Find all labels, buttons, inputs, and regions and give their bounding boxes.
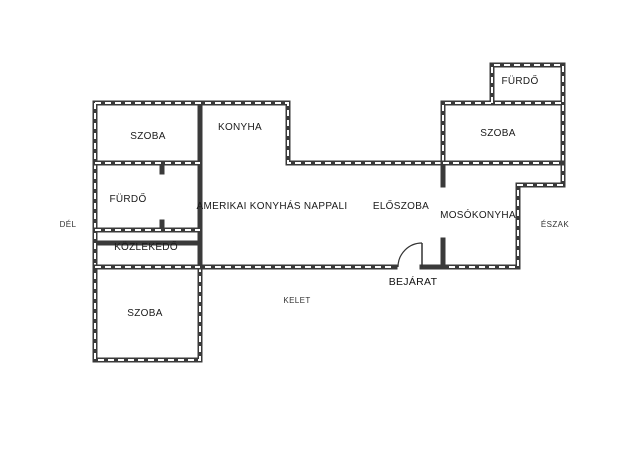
room-label-szoba-right: SZOBA (480, 128, 515, 139)
entrance-label: BEJÁRAT (389, 275, 438, 288)
room-label-konyha: KONYHA (218, 122, 262, 133)
interior-walls-hatch (95, 162, 563, 268)
compass-east-label: KELET (283, 296, 310, 305)
room-label-kozlekedo: KÖZLEKEDŐ (114, 239, 178, 253)
outer-walls-hatch (94, 64, 564, 361)
room-label-nappali: AMERIKAI KONYHÁS NAPPALI (197, 199, 348, 212)
room-label-eloszoba: ELŐSZOBA (373, 198, 429, 212)
room-label-mosokonyha: MOSÓKONYHA (440, 208, 516, 221)
entrance-door (397, 242, 423, 268)
compass-north-label: ÉSZAK (541, 220, 569, 229)
room-label-szoba-left-bottom: SZOBA (127, 308, 162, 319)
room-label-szoba-left-top: SZOBA (130, 131, 165, 142)
room-label-furdo-right: FÜRDŐ (501, 73, 538, 87)
room-label-furdo-left: FÜRDŐ (109, 191, 146, 205)
compass-south-label: DÉL (60, 220, 77, 229)
